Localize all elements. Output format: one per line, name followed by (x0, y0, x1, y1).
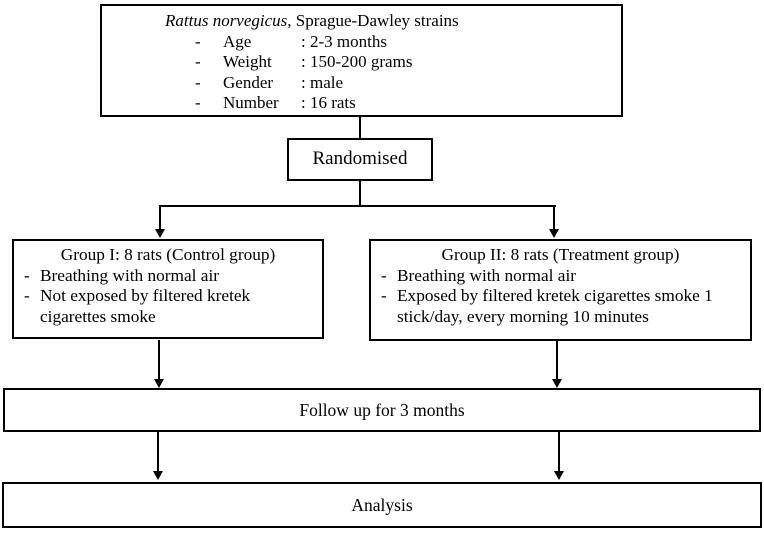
spec-row-age: - Age : 2-3 months (102, 32, 621, 53)
group1-item-text: Not exposed by filtered kretek cigarette… (40, 286, 251, 326)
spec-value: : 2-3 months (301, 31, 387, 51)
bullet-dash: - (195, 72, 201, 92)
group2-item-text: Breathing with normal air (397, 265, 577, 285)
analysis-box: Analysis (2, 482, 762, 528)
spec-row-weight: - Weight : 150-200 grams (102, 52, 621, 73)
randomised-label: Randomised (312, 148, 408, 169)
subject-box: Rattus norvegicus, Sprague-Dawley strain… (100, 4, 623, 117)
arrow-followup-to-analysis-left (153, 432, 163, 480)
followup-label: Follow up for 3 months (299, 400, 465, 420)
spec-label: Number (223, 93, 279, 112)
spec-label: Gender (223, 72, 274, 92)
subject-species: Rattus norvegicus, (165, 11, 292, 30)
group1-title: Group I: 8 rats (Control group) (60, 245, 276, 264)
analysis-label: Analysis (351, 495, 413, 515)
randomised-box: Randomised (287, 138, 433, 181)
arrow-branch-to-group1 (155, 205, 165, 238)
bullet-dash: - (381, 265, 387, 285)
bullet-dash: - (24, 286, 30, 306)
spec-value: : 16 rats (301, 93, 356, 112)
group2-item: -Breathing with normal air (371, 266, 750, 287)
arrow-group1-to-followup (154, 340, 164, 388)
spec-value: : male (301, 72, 344, 92)
spec-value: : 150-200 grams (301, 52, 413, 71)
bullet-dash: - (195, 31, 201, 51)
bullet-dash: - (24, 265, 30, 285)
spec-row-gender: - Gender : male (102, 73, 621, 94)
subject-title: Rattus norvegicus, Sprague-Dawley strain… (102, 11, 621, 32)
bullet-dash: - (195, 52, 201, 71)
spec-label: Weight (223, 52, 272, 71)
bullet-dash: - (381, 286, 387, 306)
arrow-followup-to-analysis-right (554, 432, 564, 480)
subject-strain: Sprague-Dawley strains (295, 11, 459, 30)
connector-subject-to-randomised (359, 117, 361, 138)
branch-line (160, 205, 556, 207)
arrow-branch-to-group2 (549, 205, 559, 238)
group1-box: Group I: 8 rats (Control group) -Breathi… (12, 239, 324, 339)
group1-item: -Not exposed by filtered kretek cigarett… (14, 286, 322, 327)
bullet-dash: - (195, 93, 201, 112)
group2-item: -Exposed by filtered kretek cigarettes s… (371, 286, 750, 327)
followup-box: Follow up for 3 months (3, 388, 761, 432)
connector-randomised-to-branch (359, 181, 361, 206)
group1-item: -Breathing with normal air (14, 266, 322, 287)
arrow-group2-to-followup (552, 341, 562, 388)
group2-box: Group II: 8 rats (Treatment group) -Brea… (369, 239, 752, 341)
spec-row-number: - Number : 16 rats (102, 93, 621, 114)
group2-item-text: Exposed by filtered kretek cigarettes sm… (397, 286, 713, 326)
group2-title: Group II: 8 rats (Treatment group) (441, 245, 680, 264)
spec-label: Age (223, 31, 252, 51)
group1-item-text: Breathing with normal air (40, 265, 220, 285)
